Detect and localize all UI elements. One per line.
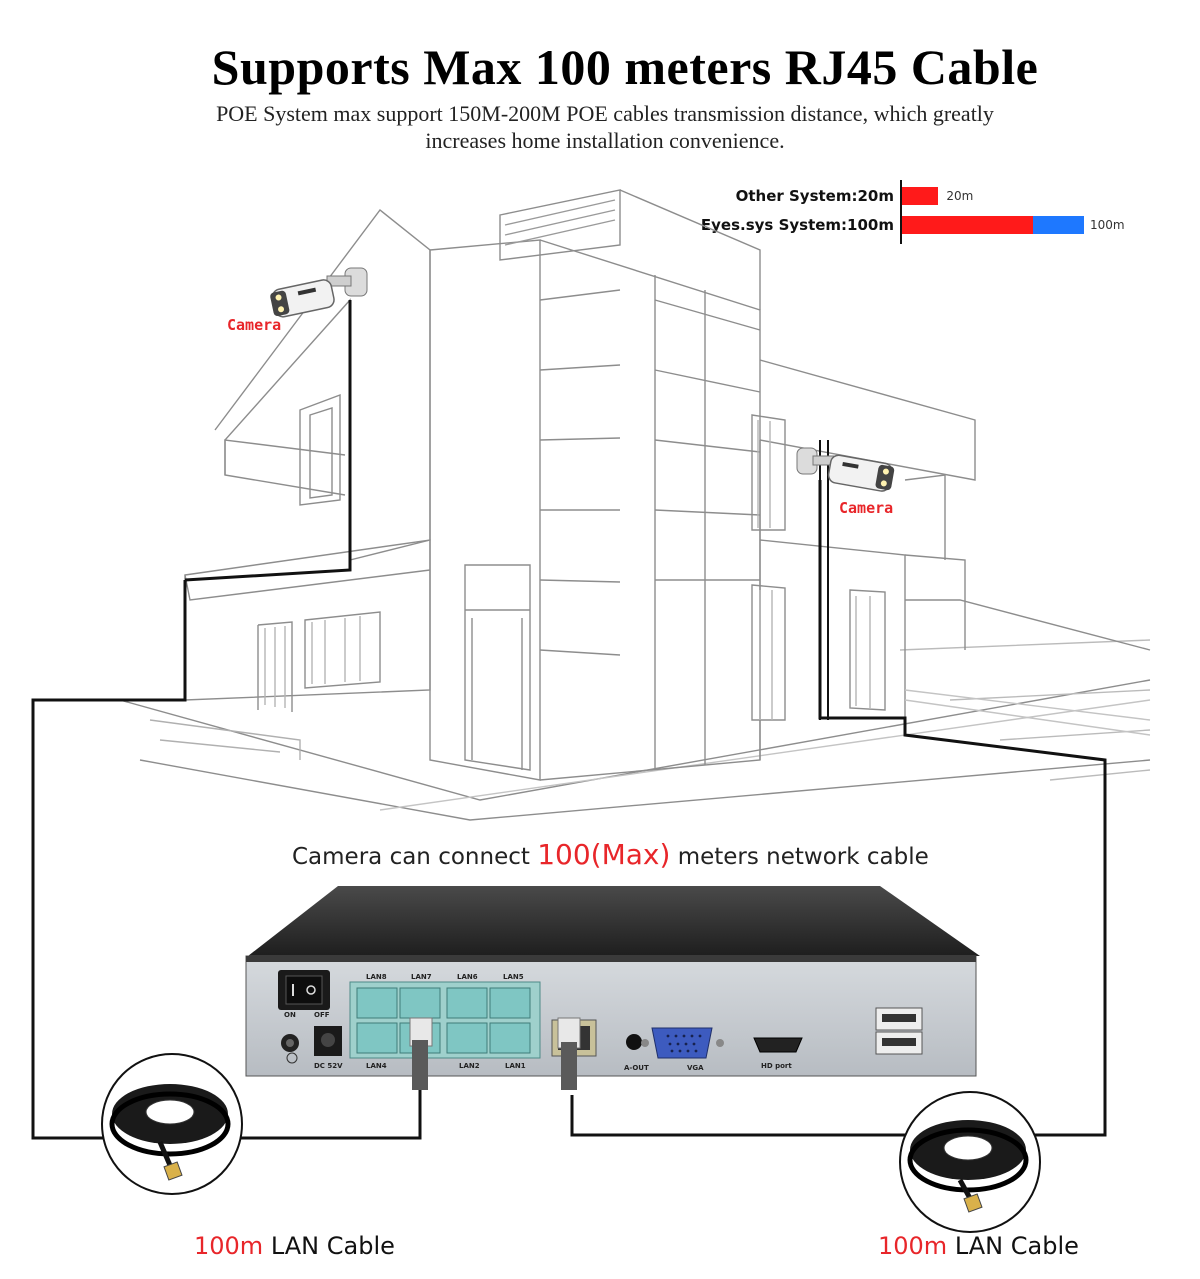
port-label-lan4: LAN4 <box>366 1062 387 1070</box>
camera-label-right: Camera <box>839 499 894 517</box>
connection-text-before: Camera can connect <box>292 844 538 870</box>
cable-coil-left <box>101 1053 243 1195</box>
lan-cable-caption-left: 100m LAN Cable <box>194 1232 395 1260</box>
vga-label: VGA <box>687 1064 704 1072</box>
port-label-lan1: LAN1 <box>505 1062 526 1070</box>
dc-input-label: DC 52V <box>314 1062 343 1070</box>
page-title: Supports Max 100 meters RJ45 Cable <box>211 39 1039 95</box>
bullet-camera-right <box>796 447 895 492</box>
lan-cable-length-right: 100m <box>878 1232 948 1260</box>
lan-cable-length-left: 100m <box>194 1232 264 1260</box>
eyes-system-label: Eyes.sys System:100m <box>700 216 894 234</box>
connection-highlight: 100(Max) <box>537 838 671 871</box>
other-system-bar <box>902 187 939 205</box>
connection-statement: Camera can connect 100(Max) meters netwo… <box>292 838 929 871</box>
audio-out-label: A-OUT <box>624 1064 649 1072</box>
cable-coil-right <box>899 1091 1041 1233</box>
port-label-lan8: LAN8 <box>366 973 387 981</box>
port-label-lan7: LAN7 <box>411 973 432 981</box>
comparison-axis <box>900 180 902 244</box>
lan-cable-text-right: LAN Cable <box>947 1232 1079 1260</box>
page-subtitle: POE System max support 150M-200M POE cab… <box>150 100 1060 154</box>
power-on-label: ON <box>284 1011 296 1019</box>
subtitle-line-2: increases home installation convenience. <box>425 128 785 153</box>
port-label-lan2: LAN2 <box>459 1062 480 1070</box>
lan-cable-caption-right: 100m LAN Cable <box>878 1232 1079 1260</box>
power-off-label: OFF <box>314 1011 330 1019</box>
subtitle-line-1: POE System max support 150M-200M POE cab… <box>216 101 994 126</box>
nvr-device <box>245 886 980 1090</box>
hdmi-label: HD port <box>761 1062 792 1070</box>
lan-cable-text-left: LAN Cable <box>263 1232 395 1260</box>
port-label-lan5: LAN5 <box>503 973 524 981</box>
eyes-system-bar-red <box>902 216 1034 234</box>
other-system-value: 20m <box>946 189 974 203</box>
connection-text-after: meters network cable <box>670 844 929 870</box>
bullet-camera-left <box>270 267 368 318</box>
other-system-label: Other System:20m <box>735 187 894 205</box>
eyes-system-value: 100m <box>1090 218 1125 232</box>
camera-label-left: Camera <box>227 316 282 334</box>
eyes-system-bar-blue <box>1033 216 1084 234</box>
port-label-lan6: LAN6 <box>457 973 478 981</box>
